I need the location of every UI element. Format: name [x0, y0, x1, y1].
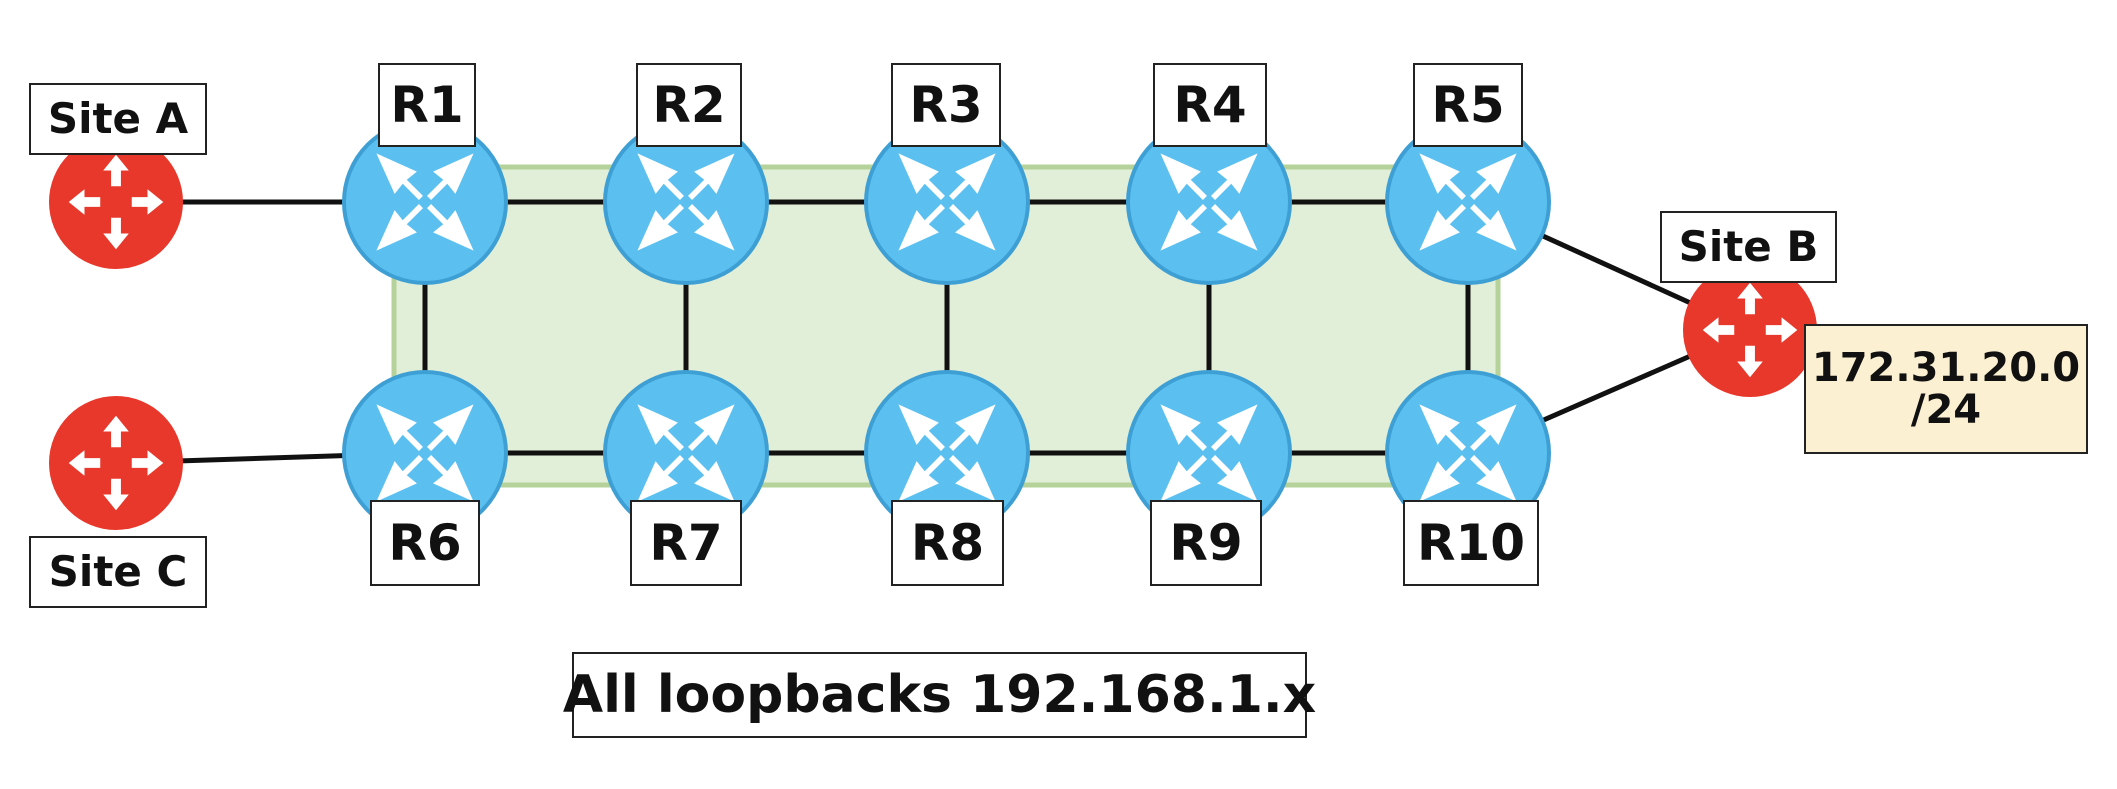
router-label-r6: R6	[370, 500, 480, 586]
site-router-icon	[1683, 263, 1817, 397]
router-label-r10: R10	[1403, 500, 1539, 586]
site-router-icon	[49, 135, 183, 269]
site-router-icon	[49, 396, 183, 530]
router-label-r8: R8	[891, 500, 1004, 586]
site-b-prefix-box: 172.31.20.0 /24	[1804, 324, 2088, 454]
router-label-r7: R7	[630, 500, 742, 586]
site-b-prefix-network: 172.31.20.0	[1811, 345, 2081, 391]
site-b-prefix-length: /24	[1910, 387, 1982, 433]
router-label-r2: R2	[636, 63, 742, 147]
site-label-a: Site A	[29, 83, 207, 155]
site-label-b: Site B	[1660, 211, 1837, 283]
loopback-note: All loopbacks 192.168.1.x	[563, 652, 1316, 738]
router-label-r1: R1	[378, 63, 476, 147]
router-label-r5: R5	[1413, 63, 1523, 147]
router-label-r9: R9	[1150, 500, 1262, 586]
nodes-layer	[49, 119, 1817, 536]
router-label-r4: R4	[1153, 63, 1267, 147]
router-label-r3: R3	[891, 63, 1001, 147]
site-label-c: Site C	[29, 536, 207, 608]
